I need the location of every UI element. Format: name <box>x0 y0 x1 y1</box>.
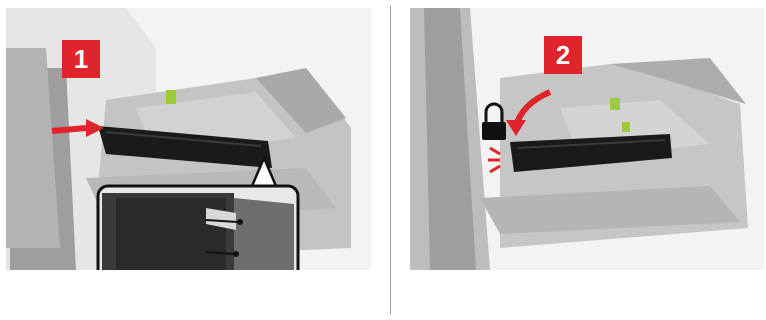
green-tab <box>166 90 176 104</box>
step-number-badge: 1 <box>62 40 100 78</box>
click-burst-icon <box>488 148 500 172</box>
green-tab <box>610 98 620 110</box>
step-number-badge: 2 <box>544 36 582 74</box>
printer-tray-drawing-step-1 <box>6 8 371 270</box>
printer-tray-drawing-step-2 <box>410 8 764 270</box>
panel-divider <box>390 6 391 314</box>
step-2-illustration: 2 <box>410 8 764 270</box>
padlock-icon <box>482 104 506 140</box>
step-1-illustration: 1 <box>6 8 371 270</box>
